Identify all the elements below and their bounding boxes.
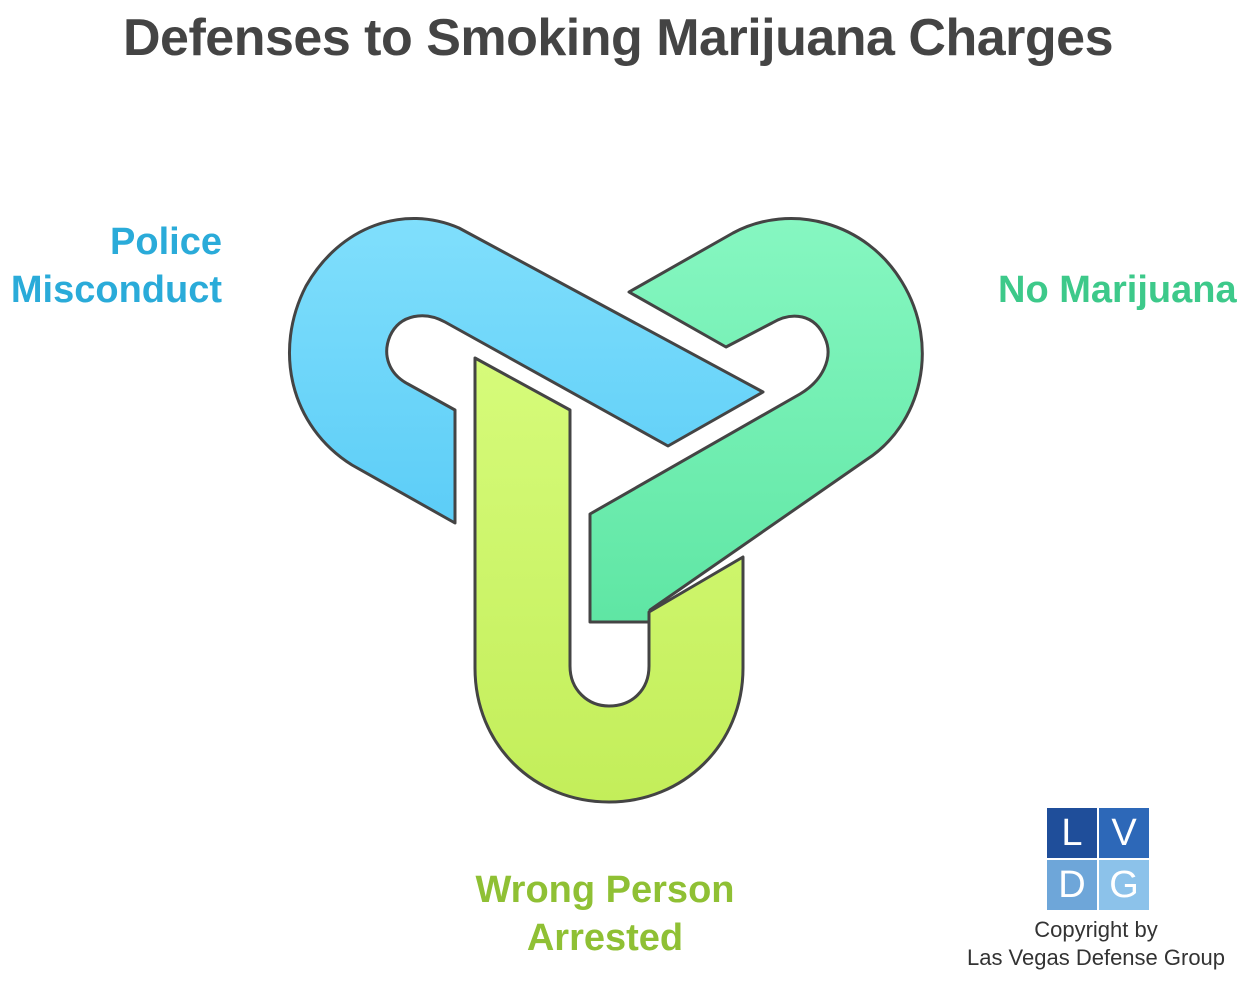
wrong-person-arrested-label-line2: Arrested <box>526 917 684 959</box>
police-misconduct-label-line1: Police <box>110 221 222 263</box>
lvdg-logo: L V D G <box>1047 808 1149 910</box>
copyright-notice: Copyright by Las Vegas Defense Group <box>950 916 1242 972</box>
logo-cell-d: D <box>1047 860 1097 910</box>
copyright-line1: Copyright by <box>1034 917 1158 942</box>
wrong-person-arrested-label: Wrong Person Arrested <box>455 866 755 962</box>
no-marijuana-link <box>588 217 924 624</box>
wrong-person-link <box>473 356 745 804</box>
police-misconduct-label-line2: Misconduct <box>10 269 222 311</box>
logo-cell-v: V <box>1099 808 1149 858</box>
wrong-person-arrested-label-line1: Wrong Person <box>475 869 735 911</box>
logo-cell-g: G <box>1099 860 1149 910</box>
page-title: Defenses to Smoking Marijuana Charges <box>123 9 1114 67</box>
logo-cell-l: L <box>1047 808 1097 858</box>
police-misconduct-label: Police Misconduct <box>11 218 222 314</box>
no-marijuana-label: No Marijuana <box>998 266 1237 314</box>
no-marijuana-label-line1: No Marijuana <box>998 269 1237 311</box>
copyright-line2: Las Vegas Defense Group <box>966 945 1226 970</box>
police-misconduct-link <box>287 216 765 525</box>
